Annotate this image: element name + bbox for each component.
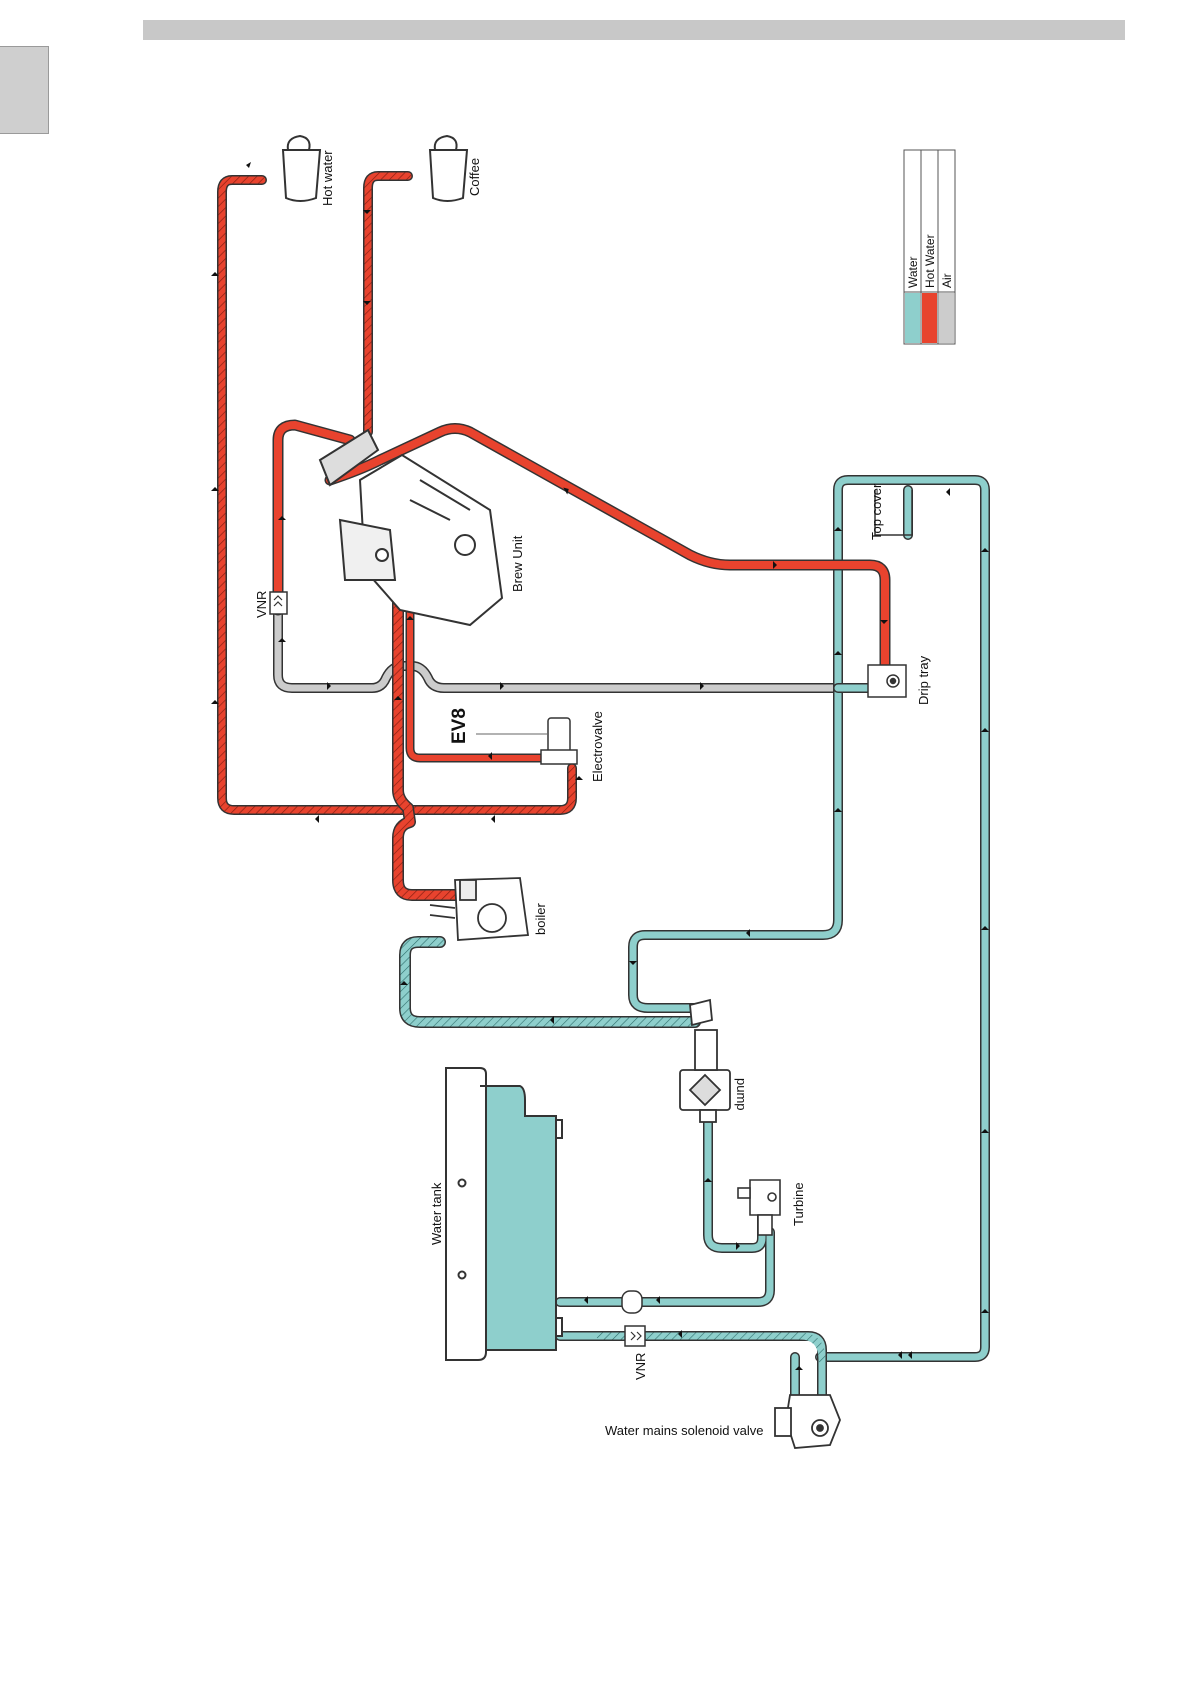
legend-swatch-air (939, 293, 954, 343)
cup-icon (430, 136, 467, 201)
legend: Water Hot Water Air (904, 150, 955, 344)
check-valve-icon (270, 592, 287, 614)
label-vnr-top: VNR (254, 591, 269, 618)
legend-swatch-hot-water (922, 293, 937, 343)
label-ev8: EV8 (449, 708, 470, 744)
air-pipes (278, 610, 835, 688)
legend-label-air: Air (940, 273, 954, 288)
legend-label-hot-water: Hot Water (923, 234, 937, 288)
water-pipes (560, 480, 985, 1400)
label-boiler: boiler (533, 903, 548, 935)
label-electrovalve: Electrovalve (590, 711, 605, 782)
boiler-icon (430, 878, 528, 940)
brew-unit-icon (320, 430, 502, 625)
label-water-tank: Water tank (429, 1182, 444, 1245)
label-pump: pump (734, 1078, 749, 1111)
label-vnr-bottom: VNR (633, 1353, 648, 1380)
label-coffee: Coffee (467, 158, 482, 196)
legend-swatch-water (905, 293, 920, 343)
turbine-icon (738, 1180, 780, 1235)
label-turbine: Turbine (791, 1182, 806, 1226)
solenoid-valve-icon (775, 1395, 840, 1448)
check-valve-icon (625, 1326, 645, 1346)
water-tank-icon (446, 1068, 562, 1360)
label-drip-tray: Drip tray (916, 655, 931, 705)
label-brew-unit: Brew Unit (510, 535, 525, 592)
filter-icon (622, 1291, 642, 1313)
hot-water-pipes (222, 176, 885, 895)
label-top-cover: Top cover (869, 483, 884, 540)
legend-label-water: Water (906, 256, 920, 288)
label-hot-water: Hot water (320, 150, 335, 206)
label-water-mains-solenoid: Water mains solenoid valve (605, 1423, 763, 1438)
drip-tray-icon (868, 665, 906, 697)
cup-icon (283, 136, 320, 201)
